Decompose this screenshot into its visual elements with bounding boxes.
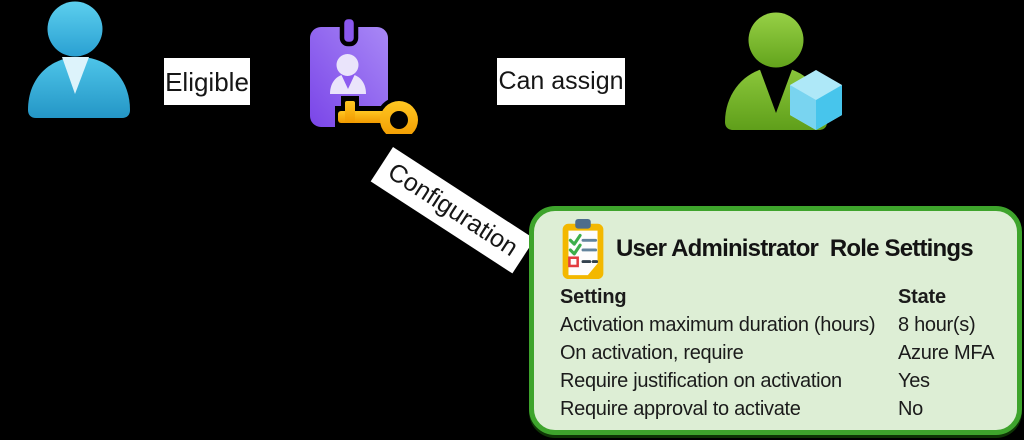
id-badge-key-icon xyxy=(310,14,422,134)
table-row-state: Azure MFA xyxy=(898,342,995,364)
table-row-setting: On activation, require xyxy=(560,342,744,364)
table-row-state: No xyxy=(898,398,923,420)
table-row-setting: Require approval to activate xyxy=(560,398,801,420)
table-row-state: Yes xyxy=(898,370,930,392)
clipboard-checklist-icon xyxy=(562,218,604,280)
can-assign-label: Can assign xyxy=(497,58,625,105)
column-header-setting: Setting xyxy=(560,286,627,308)
role-settings-table: Setting State Activation maximum duratio… xyxy=(560,283,1009,423)
table-row-setting: Activation maximum duration (hours) xyxy=(560,314,876,336)
column-header-state: State xyxy=(898,286,946,308)
role-settings-header: User Administrator Role Settings xyxy=(560,217,1009,281)
person-with-cube-icon xyxy=(725,12,842,130)
role-settings-panel: User Administrator Role Settings Setting… xyxy=(529,206,1022,435)
person-icon-blue xyxy=(28,1,130,118)
configuration-label: Configuration xyxy=(370,147,535,274)
table-row-setting: Require justification on activation xyxy=(560,370,842,392)
role-settings-title: User Administrator Role Settings xyxy=(616,235,974,262)
eligible-label: Eligible xyxy=(164,58,250,105)
table-row-state: 8 hour(s) xyxy=(898,314,976,336)
